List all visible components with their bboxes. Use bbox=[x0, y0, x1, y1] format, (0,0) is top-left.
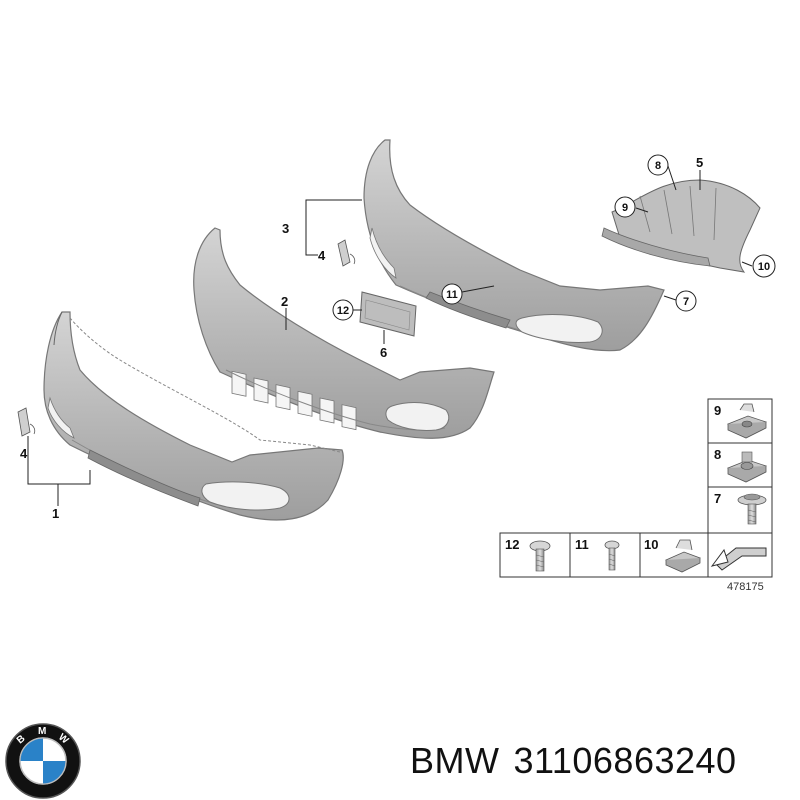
callout-5: 5 bbox=[696, 155, 703, 170]
callout-labels: 4 1 2 3 4 6 5 12 11 8 9 10 7 bbox=[20, 154, 776, 521]
diagram-reference-number: 478175 bbox=[727, 581, 764, 593]
bolt-7-icon bbox=[737, 493, 767, 525]
table-label-9: 9 bbox=[714, 403, 721, 418]
direction-arrow-icon bbox=[710, 547, 767, 571]
table-label-8: 8 bbox=[714, 447, 721, 462]
table-label-11: 11 bbox=[575, 537, 589, 552]
bmw-logo: B M W bbox=[5, 723, 81, 799]
bumper-cover-3 bbox=[363, 139, 665, 352]
callout-4-left: 4 bbox=[20, 446, 28, 461]
clip-nut-9-icon bbox=[726, 403, 768, 439]
part-number: 31106863240 bbox=[513, 740, 737, 781]
callout-12: 12 bbox=[332, 299, 354, 321]
bumper-cover-2 bbox=[193, 227, 495, 439]
callout-11: 11 bbox=[441, 283, 463, 305]
clip-nut-8-icon bbox=[726, 451, 768, 483]
callout-7: 7 bbox=[675, 290, 697, 312]
screw-11-icon bbox=[604, 540, 620, 571]
callout-10: 10 bbox=[752, 254, 776, 278]
svg-text:12: 12 bbox=[337, 305, 349, 317]
callout-4-upper: 4 bbox=[318, 248, 326, 263]
callout-8: 8 bbox=[647, 154, 669, 176]
part-caption: BMW 31106863240 bbox=[410, 740, 737, 782]
svg-text:11: 11 bbox=[446, 289, 458, 301]
svg-text:9: 9 bbox=[622, 202, 628, 214]
leader-lines bbox=[27, 165, 753, 506]
brand-name: BMW bbox=[410, 740, 500, 781]
emblem-bracket-4-upper bbox=[337, 239, 356, 267]
bumper-carrier-bracket bbox=[601, 179, 761, 273]
callout-9: 9 bbox=[614, 196, 636, 218]
svg-text:8: 8 bbox=[655, 160, 661, 172]
table-label-12: 12 bbox=[505, 537, 519, 552]
logo-letter-m: M bbox=[38, 726, 46, 737]
callout-2: 2 bbox=[281, 294, 288, 309]
license-plate-bracket bbox=[359, 291, 417, 337]
emblem-bracket-4-left bbox=[17, 407, 36, 437]
hardware-table: 9 8 7 12 11 10 bbox=[499, 398, 773, 593]
bolt-12-icon bbox=[529, 540, 551, 572]
svg-text:10: 10 bbox=[758, 261, 770, 273]
svg-text:7: 7 bbox=[683, 296, 689, 308]
callout-3: 3 bbox=[282, 221, 289, 236]
bumper-cover-1 bbox=[43, 311, 344, 521]
table-label-7: 7 bbox=[714, 491, 721, 506]
callout-1: 1 bbox=[52, 506, 59, 521]
callout-6: 6 bbox=[380, 345, 387, 360]
table-label-10: 10 bbox=[644, 537, 658, 552]
speed-nut-10-icon bbox=[665, 539, 701, 573]
